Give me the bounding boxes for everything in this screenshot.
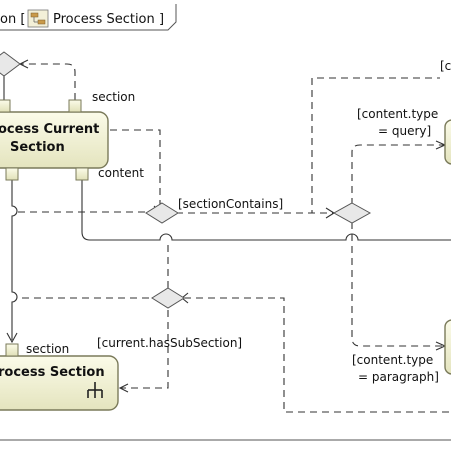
guard-content-paragraph-line1: [content.type xyxy=(352,353,433,367)
pin-label-content: content xyxy=(98,166,144,180)
action-process-section[interactable]: rocess Section xyxy=(0,355,119,411)
action-query-partial[interactable] xyxy=(444,119,451,165)
guard-top-right: [c xyxy=(440,59,451,73)
decision-top[interactable] xyxy=(0,51,21,77)
decision-section-contains[interactable] xyxy=(145,202,179,224)
flow-to-query xyxy=(351,144,445,205)
action-label-line2: Section xyxy=(10,140,65,155)
action-label: rocess Section xyxy=(0,365,105,380)
flow-to-paragraph xyxy=(351,222,445,347)
flow-left-arrowhead xyxy=(6,332,18,344)
activity-diagram-icon xyxy=(27,9,49,28)
flow-to-section-contains xyxy=(110,129,161,206)
input-pin-left[interactable] xyxy=(0,99,11,113)
frame-title-name: Process Section xyxy=(53,12,155,27)
guard-content-query-line2: = query] xyxy=(378,124,431,138)
flow-to-process-section xyxy=(120,310,169,389)
pin-label-section-call: section xyxy=(26,342,69,356)
control-flows xyxy=(18,63,451,413)
input-pin-section[interactable] xyxy=(68,99,82,113)
output-pin-left[interactable] xyxy=(5,167,19,181)
guard-has-sub-section: [current.hasSubSection] xyxy=(97,336,242,350)
flow-loop-top xyxy=(20,63,76,100)
action-label-line1: ocess Current xyxy=(0,122,99,137)
flow-content-right xyxy=(81,180,451,241)
flow-to-top-right xyxy=(176,77,440,214)
rake-icon xyxy=(87,382,103,398)
decision-content-type[interactable] xyxy=(332,202,372,224)
guard-content-query-line1: [content.type xyxy=(357,107,438,121)
flow-left-vertical xyxy=(11,178,18,340)
frame-title-prefix: on [ xyxy=(0,12,25,27)
pin-label-section: section xyxy=(92,90,135,104)
guard-content-paragraph-line2: = paragraph] xyxy=(358,370,439,384)
diagram-frame xyxy=(0,4,451,441)
action-paragraph-partial[interactable] xyxy=(444,319,451,375)
output-pin-content[interactable] xyxy=(75,167,89,181)
action-process-current-section[interactable]: ocess Current Section xyxy=(0,111,109,169)
frame-title: on [ Process Section ] xyxy=(0,9,164,28)
decision-has-sub-section[interactable] xyxy=(151,287,185,309)
guard-section-contains: [sectionContains] xyxy=(178,197,283,211)
frame-title-suffix: ] xyxy=(159,12,164,27)
input-pin-section-call[interactable] xyxy=(5,343,19,357)
flow-bottom-right xyxy=(184,297,451,413)
